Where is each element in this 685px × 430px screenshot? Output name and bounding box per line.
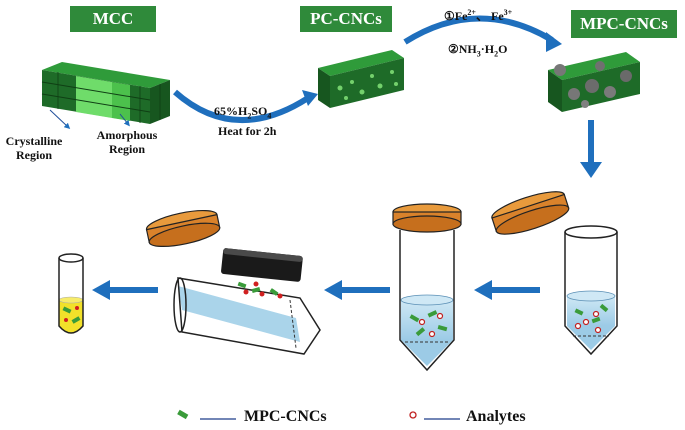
- step-1-fe: Fe: [454, 9, 468, 23]
- step-2-nh: NH: [458, 42, 477, 56]
- crystalline-region-label: Crystalline Region: [5, 134, 63, 162]
- magnet: [221, 248, 303, 282]
- crystalline-pointer: [49, 109, 71, 130]
- cap-middle: [392, 203, 462, 233]
- mcc-label-text: MCC: [92, 9, 134, 28]
- tube-middle: [399, 230, 455, 372]
- legend-analytes-label: Analytes: [466, 408, 526, 425]
- amorphous-region-label: Amorphous Region: [96, 128, 158, 156]
- step-1-fe2-sup: 2+: [467, 8, 476, 17]
- mpc-cncs-label: MPC-CNCs: [571, 10, 677, 38]
- legend-mpc-swatch: [177, 409, 189, 420]
- pc-cncs-label: PC-CNCs: [300, 6, 392, 32]
- acid-sub-1: 2: [247, 111, 252, 121]
- cap-left: [145, 209, 221, 248]
- cap-right: [491, 191, 570, 235]
- acid-part-2: SO: [251, 104, 268, 118]
- legend-analyte-swatch: [409, 411, 417, 419]
- mpc-cncs-block: [548, 52, 640, 112]
- step-2-number: ②: [448, 42, 459, 56]
- left-arrow-3-head: [92, 280, 110, 300]
- mcc-bundle: [41, 62, 170, 124]
- left-arrow-2-head: [324, 280, 342, 300]
- step-2-h: ·H: [480, 42, 495, 56]
- left-arrow-2-shaft: [340, 287, 390, 293]
- step-2-nh-sub: 3: [476, 49, 481, 59]
- step-1-fe3-sup: 3+: [503, 8, 513, 17]
- down-arrow-shaft: [588, 120, 594, 164]
- curve-arrow-2: [403, 15, 554, 45]
- left-arrow-1-head: [474, 280, 492, 300]
- curve-arrow-1: [173, 89, 310, 124]
- step-1-label: ①Fe2+、 Fe3+: [444, 6, 512, 23]
- pc-cncs-label-text: PC-CNCs: [310, 9, 382, 28]
- legend-mpc-label: MPC-CNCs: [244, 408, 327, 425]
- pc-cncs-block: [318, 50, 404, 108]
- step-1-number: ①: [444, 9, 455, 23]
- curve-arrow-1-head: [302, 90, 318, 106]
- small-vial: [58, 253, 84, 334]
- down-arrow-head: [580, 162, 602, 178]
- legend: [177, 409, 460, 420]
- acid-part-1: 65%H: [214, 104, 248, 118]
- tube-right: [564, 225, 618, 356]
- heat-label: Heat for 2h: [218, 124, 277, 138]
- step-2-label: ②NH3·H2O: [448, 42, 507, 61]
- amorphous-pointer: [119, 113, 130, 127]
- mpc-cncs-label-text: MPC-CNCs: [580, 14, 668, 33]
- mcc-label: MCC: [70, 6, 156, 32]
- tube-tilted: [173, 277, 321, 355]
- step-2-h-sub: 2: [494, 49, 499, 59]
- acid-label: 65%H2SO4: [214, 104, 271, 123]
- acid-sub-2: 4: [267, 111, 272, 121]
- left-arrow-1-shaft: [490, 287, 540, 293]
- curve-arrow-2-head: [546, 32, 562, 52]
- step-2-o: O: [498, 42, 508, 56]
- step-1-fe-b: 、 Fe: [475, 9, 504, 23]
- amorphous-segment: [76, 76, 112, 118]
- left-arrow-3-shaft: [108, 287, 158, 293]
